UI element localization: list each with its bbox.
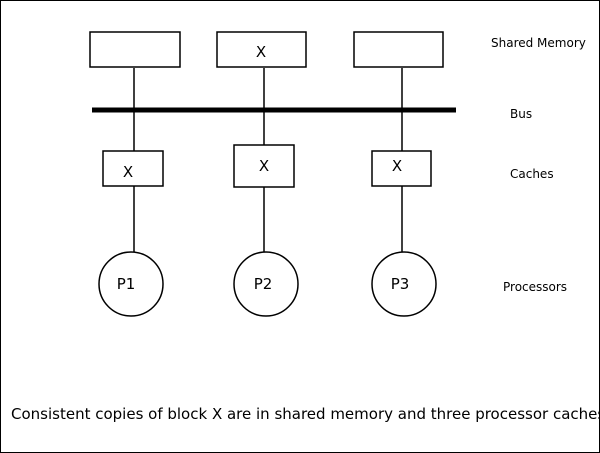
svg-text:P2: P2 (254, 275, 273, 293)
memory-block-3 (353, 31, 444, 68)
diagram-caption: Consistent copies of block X are in shar… (11, 405, 600, 423)
processors-label: Processors (503, 280, 567, 294)
cache-block-1: X (102, 150, 164, 187)
processor-3: P3 (371, 251, 437, 317)
bus-label: Bus (510, 107, 532, 121)
memory-block-2: X (216, 31, 307, 68)
processor-2: P2 (233, 251, 299, 317)
svg-text:P1: P1 (117, 275, 136, 293)
cache-block-2: X (233, 144, 295, 188)
svg-text:X: X (392, 157, 402, 175)
processor-1: P1 (98, 251, 164, 317)
caches-label: Caches (510, 167, 554, 181)
cache-block-3: X (371, 150, 432, 187)
svg-text:X: X (259, 157, 269, 175)
svg-text:P3: P3 (391, 275, 410, 293)
memory-block-1 (89, 31, 181, 68)
svg-text:X: X (256, 43, 266, 61)
svg-text:X: X (123, 163, 133, 181)
shared-memory-label: Shared Memory (491, 36, 586, 50)
